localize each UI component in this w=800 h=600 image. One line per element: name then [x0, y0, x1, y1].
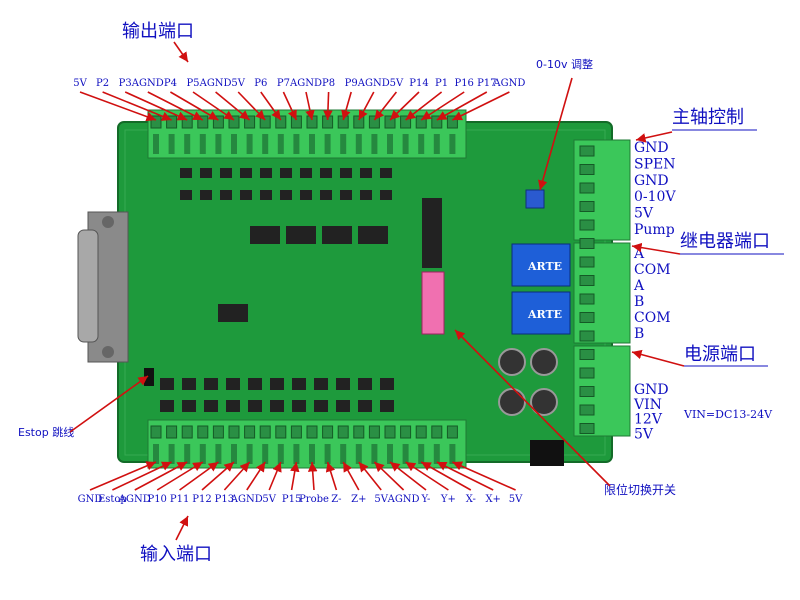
limit-switch-label: 限位切换开关 [604, 482, 676, 497]
input-pin-label: P10 [147, 494, 166, 505]
output-pin-label: P16 [454, 78, 473, 89]
input-pin-label: Z+ [351, 494, 366, 505]
output-pin-label: 5V [231, 78, 245, 89]
output-pin-label: P5 [186, 78, 199, 89]
pot-adjust-label: 0-10v 调整 [536, 57, 593, 71]
output-pin-label: AGND [199, 78, 232, 89]
side-pin-label: 5V [634, 206, 654, 222]
capacitors [498, 348, 558, 416]
input-pin-label: AGND [118, 494, 151, 505]
side-pin-label: B [634, 326, 644, 342]
output-pin-label: P1 [435, 78, 448, 89]
input-pin-label: P15 [282, 494, 301, 505]
input-pin-label: 5V [374, 494, 388, 505]
side-pin-label: 0-10V [634, 189, 676, 205]
input-pin-label: X+ [485, 494, 501, 505]
input-pin-label: 5V [509, 494, 523, 505]
side-pin-label: COM [634, 310, 671, 326]
ic-chips [218, 198, 442, 322]
output-pin-label: AGND [289, 78, 322, 89]
output-pin-label: P3 [119, 78, 132, 89]
input-pin-label: P12 [192, 494, 211, 505]
output-pin-label: P8 [322, 78, 335, 89]
input-pin-label: Y+ [440, 494, 456, 505]
output-pin-label: AGND [131, 78, 164, 89]
input-pin-label: AGND [230, 494, 263, 505]
output-pin-label: AGND [357, 78, 390, 89]
estop-jumper [144, 368, 154, 386]
side-pin-label: 5V [634, 426, 654, 442]
side-pin-label: SPEN [634, 156, 675, 172]
input-pin-label: 5V [262, 494, 276, 505]
output-pin-label: 5V [390, 78, 404, 89]
output-pin-label: P7 [277, 78, 290, 89]
input-transistors [160, 378, 394, 412]
side-pin-label: GND [634, 382, 669, 398]
output-pin-label: AGND [492, 78, 525, 89]
vin-spec-label: VIN=DC13-24V [683, 408, 773, 421]
dip-switch [421, 271, 445, 335]
relay-port-title: 继电器端口 [680, 231, 770, 252]
output-pin-label: P9 [345, 78, 358, 89]
input-pin-label: P13 [215, 494, 234, 505]
estop-jumper-label: Estop 跳线 [18, 425, 74, 439]
output-pin-label: P6 [254, 78, 267, 89]
side-pin-label: 12V [634, 412, 663, 428]
side-pin-label: GND [634, 140, 669, 156]
db25-connector [77, 211, 129, 363]
output-pin-label: 5V [73, 78, 87, 89]
output-pin-label: P2 [96, 78, 109, 89]
relay-chip-label-1: ARTE [527, 260, 562, 273]
side-pin-label: Pump [634, 222, 675, 238]
input-pin-label: AGND [387, 494, 420, 505]
output-pin-label: P4 [164, 78, 177, 89]
side-pin-label: GND [634, 173, 669, 189]
side-pin-label: A [633, 278, 645, 294]
output-port-title: 输出端口 [122, 21, 194, 42]
input-pin-label: P11 [170, 494, 189, 505]
output-pin-label: P14 [409, 78, 428, 89]
input-pin-label: Estop [98, 494, 127, 505]
input-terminal-block [147, 419, 467, 469]
input-pin-label: Z- [331, 494, 341, 505]
potentiometer [525, 189, 545, 209]
output-pin-label: P17 [477, 78, 496, 89]
input-pin-label: X- [466, 494, 476, 505]
power-port-title: 电源端口 [684, 344, 756, 365]
input-port-title: 输入端口 [140, 544, 212, 565]
side-pin-label: VIN [633, 397, 662, 413]
relays: ARTE ARTE [511, 243, 571, 335]
input-pin-label: Y- [421, 494, 431, 505]
side-pin-label: COM [634, 262, 671, 278]
side-pin-label: B [634, 294, 644, 310]
output-transistors [180, 168, 392, 200]
power-jack [530, 440, 564, 466]
relay-chip-label-2: ARTE [527, 308, 562, 321]
input-pin-label: Probe [299, 494, 329, 505]
pointer-arrows [69, 41, 685, 541]
spindle-control-title: 主轴控制 [672, 107, 744, 128]
input-pin-label: GND [78, 494, 103, 505]
